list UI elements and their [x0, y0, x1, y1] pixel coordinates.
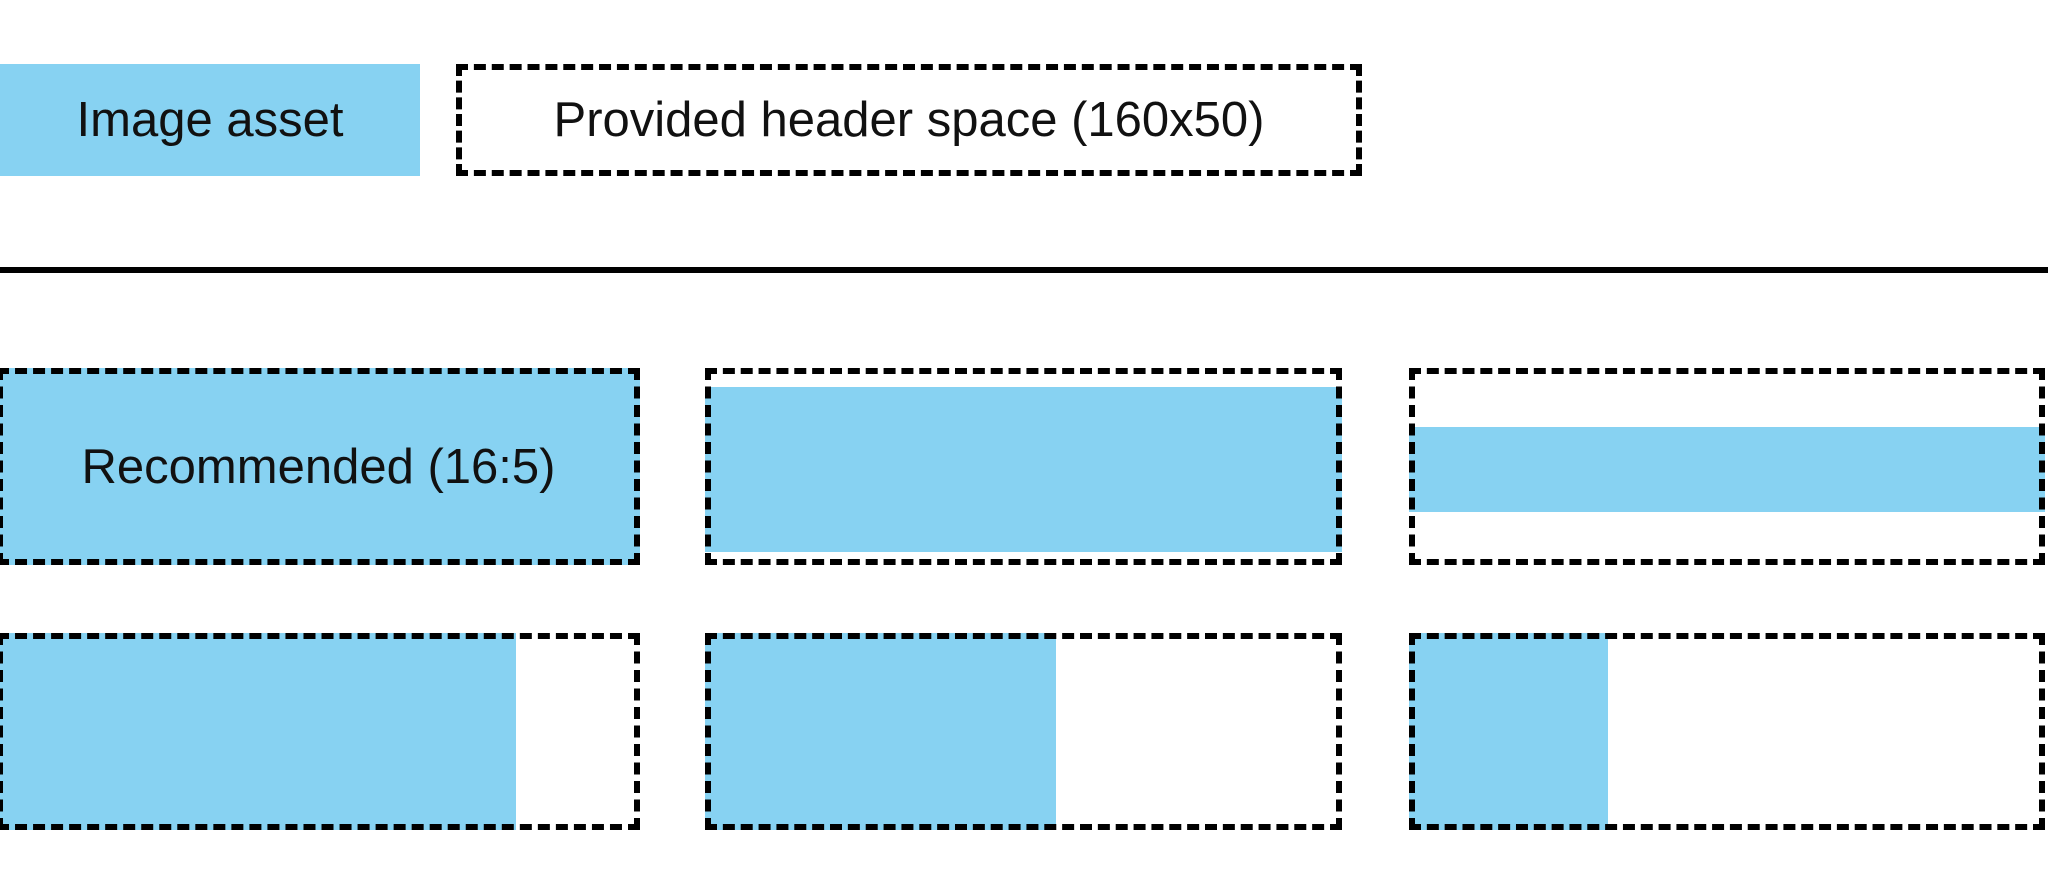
- section-divider: [0, 267, 2048, 273]
- example-recommended-16x5: Recommended (16:5): [0, 368, 640, 565]
- image-asset-fill: [705, 633, 1056, 830]
- image-asset-fill: [0, 368, 640, 565]
- legend-header-space-outline: Provided header space (160x50): [456, 64, 1362, 176]
- example-letterboxed-tall: [705, 368, 1342, 565]
- example-letterboxed-short: [1409, 368, 2045, 565]
- example-pillarboxed-wide: [0, 633, 640, 830]
- image-asset-fill: [1409, 633, 1608, 830]
- example-pillarboxed-medium: [705, 633, 1342, 830]
- header-space-outline: [705, 368, 1342, 565]
- image-asset-fill: [0, 633, 516, 830]
- recommended-label: Recommended (16:5): [81, 439, 556, 494]
- header-space-outline: [0, 633, 640, 830]
- legend-image-asset-label: Image asset: [76, 93, 344, 147]
- header-space-outline: [1409, 633, 2045, 830]
- header-space-outline: [705, 633, 1342, 830]
- example-pillarboxed-narrow: [1409, 633, 2045, 830]
- legend-header-space-label: Provided header space (160x50): [553, 93, 1265, 147]
- image-asset-fill: [705, 387, 1342, 552]
- image-asset-fill: [1409, 427, 2045, 512]
- legend-image-asset-swatch: Image asset: [0, 64, 420, 176]
- header-space-outline: [0, 368, 640, 565]
- header-space-outline: [1409, 368, 2045, 565]
